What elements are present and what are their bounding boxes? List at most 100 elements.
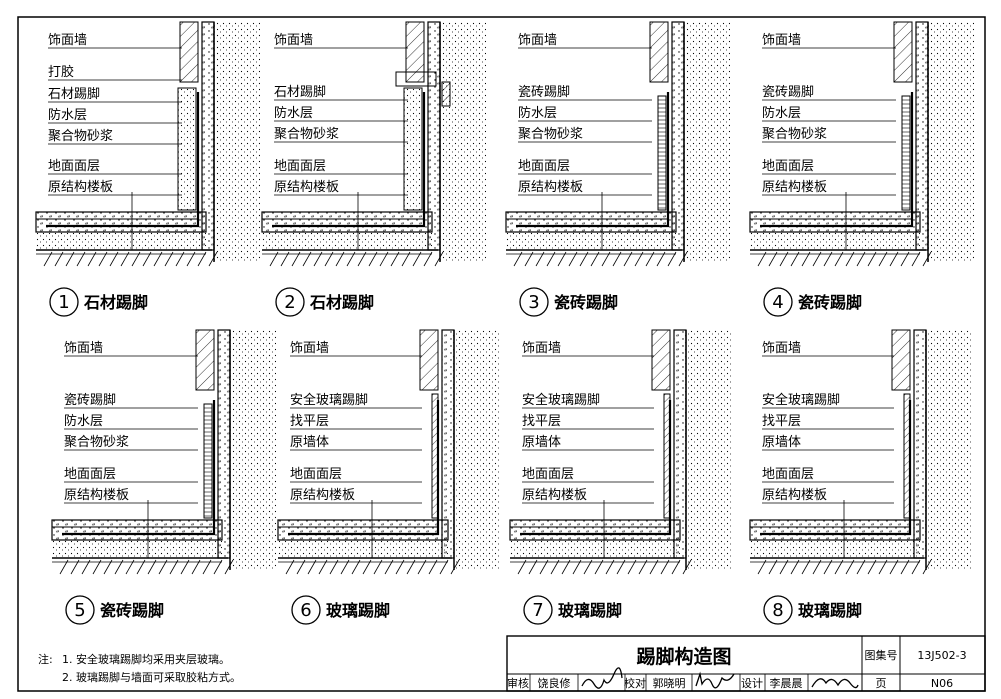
detail-3-number-circle (519, 287, 549, 317)
detail-3-number: 3 (528, 292, 539, 313)
note-line-1: 1. 安全玻璃踢脚均采用夹层玻璃。 (62, 652, 230, 666)
detail-5-label-0-text: 瓷砖踢脚 (64, 392, 116, 408)
detail-2-wall-text: 饰面墙 (274, 33, 313, 48)
detail-3-caption: 瓷砖踢脚 (554, 293, 618, 312)
detail-7-wall-text: 饰面墙 (522, 341, 561, 356)
detail-1-floor-0-text: 地面面层 (48, 159, 100, 174)
detail-2-label-2-text: 聚合物砂浆 (274, 127, 339, 142)
detail-8-caption: 玻璃踢脚 (798, 601, 862, 620)
checker-name: 郭晓明 (653, 677, 686, 690)
detail-6-label-1-text: 找平层 (290, 414, 329, 429)
detail-6-number: 6 (300, 600, 311, 621)
detail-4-wall-text: 饰面墙 (762, 33, 801, 48)
review-label: 审核 (507, 676, 529, 690)
designer-name: 李晨晨 (770, 676, 803, 690)
detail-1-label-2-text: 聚合物砂浆 (48, 129, 113, 144)
detail-8-number-circle (763, 595, 793, 625)
detail-1-number-circle (49, 287, 79, 317)
detail-4-label-1-text: 防水层 (762, 105, 801, 121)
sheet-frame (17, 16, 986, 692)
notes-prefix: 注: (38, 652, 53, 666)
detail-1-caption: 石材踢脚 (83, 293, 148, 312)
page-label: 页 (876, 677, 887, 690)
detail-3-wall-text: 饰面墙 (518, 33, 557, 48)
detail-8-floor-0-text: 地面面层 (762, 467, 814, 482)
detail-7-floor-0-text: 地面面层 (522, 467, 574, 482)
atlas-label: 图集号 (865, 648, 898, 662)
detail-5-number: 5 (74, 600, 85, 621)
detail-4-label-0-text: 瓷砖踢脚 (762, 84, 814, 100)
design-label: 设计 (741, 677, 763, 690)
detail-7-number: 7 (532, 600, 543, 621)
detail-6-caption: 玻璃踢脚 (326, 601, 390, 620)
detail-8-label-1-text: 找平层 (762, 414, 801, 429)
detail-4-number: 4 (772, 292, 783, 313)
detail-2-number: 2 (284, 292, 295, 313)
detail-1-number: 1 (58, 292, 69, 313)
detail-1-floor-1-text: 原结构楼板 (48, 180, 113, 195)
checker-signature (695, 671, 735, 689)
detail-4-label-2-text: 聚合物砂浆 (762, 127, 827, 142)
atlas-number: 13J502-3 (917, 649, 966, 662)
detail-4-number-circle (763, 287, 793, 317)
detail-4-caption: 瓷砖踢脚 (798, 293, 862, 312)
detail-5-wall-text: 饰面墙 (64, 341, 103, 356)
detail-5-number-circle (65, 595, 95, 625)
note-line-2: 2. 玻璃踢脚与墙面可采取胶粘方式。 (62, 670, 241, 684)
detail-3-floor-0-text: 地面面层 (518, 159, 570, 174)
reviewer-name: 饶良修 (538, 676, 571, 690)
detail-8-label-2-text: 原墙体 (762, 435, 801, 450)
detail-7-label-2-text: 原墙体 (522, 435, 561, 450)
detail-5-caption: 瓷砖踢脚 (100, 601, 164, 620)
detail-8-floor-1-text: 原结构楼板 (762, 488, 827, 503)
notes: 注: 1. 安全玻璃踢脚均采用夹层玻璃。 2. 玻璃踢脚与墙面可采取胶粘方式。 (38, 652, 241, 684)
page-number: N06 (931, 677, 953, 690)
detail-5-floor-1-text: 原结构楼板 (64, 488, 129, 503)
detail-3-label-1-text: 防水层 (518, 105, 557, 121)
detail-4-floor-1-text: 原结构楼板 (762, 180, 827, 195)
check-label: 校对 (624, 676, 646, 690)
detail-7-caption: 玻璃踢脚 (558, 601, 622, 620)
detail-2-floor-1-text: 原结构楼板 (274, 180, 339, 195)
detail-3-label-0-text: 瓷砖踢脚 (518, 84, 570, 100)
detail-2-caption: 石材踢脚 (309, 293, 374, 312)
reviewer-signature (581, 667, 623, 689)
detail-7-label-0-text: 安全玻璃踢脚 (522, 392, 600, 408)
detail-6-number-circle (291, 595, 321, 625)
detail-1-label-1-text: 防水层 (48, 107, 87, 123)
detail-7-number-circle (523, 595, 553, 625)
detail-1-wall-text: 饰面墙 (48, 33, 87, 48)
detail-1-sealant-text: 打胶 (48, 64, 74, 80)
detail-3-label-2-text: 聚合物砂浆 (518, 127, 583, 142)
detail-5-label-2-text: 聚合物砂浆 (64, 435, 129, 450)
detail-6-floor-1-text: 原结构楼板 (290, 488, 355, 503)
designer-signature (811, 678, 859, 689)
detail-5-label-1-text: 防水层 (64, 413, 103, 429)
drawing-title: 踢脚构造图 (636, 645, 731, 668)
detail-6-label-2-text: 原墙体 (290, 435, 329, 450)
detail-1-label-0-text: 石材踢脚 (48, 86, 100, 102)
detail-7-label-1-text: 找平层 (522, 414, 561, 429)
detail-2-floor-0-text: 地面面层 (274, 159, 326, 174)
detail-5-floor-0-text: 地面面层 (64, 467, 116, 482)
detail-2-number-circle (275, 287, 305, 317)
detail-6-label-0-text: 安全玻璃踢脚 (290, 392, 368, 408)
detail-6-floor-0-text: 地面面层 (290, 467, 342, 482)
detail-8-number: 8 (772, 600, 783, 621)
detail-8-wall-text: 饰面墙 (762, 341, 801, 356)
detail-4-floor-0-text: 地面面层 (762, 159, 814, 174)
title-block: 踢脚构造图 图集号 13J502-3 审核 饶良修 校对 郭晓明 设计 李晨晨 … (506, 635, 986, 692)
detail-8-label-0-text: 安全玻璃踢脚 (762, 392, 840, 408)
detail-6-wall-text: 饰面墙 (290, 341, 329, 356)
detail-3-floor-1-text: 原结构楼板 (518, 180, 583, 195)
detail-7-floor-1-text: 原结构楼板 (522, 488, 587, 503)
detail-2-label-0-text: 石材踢脚 (274, 84, 326, 100)
